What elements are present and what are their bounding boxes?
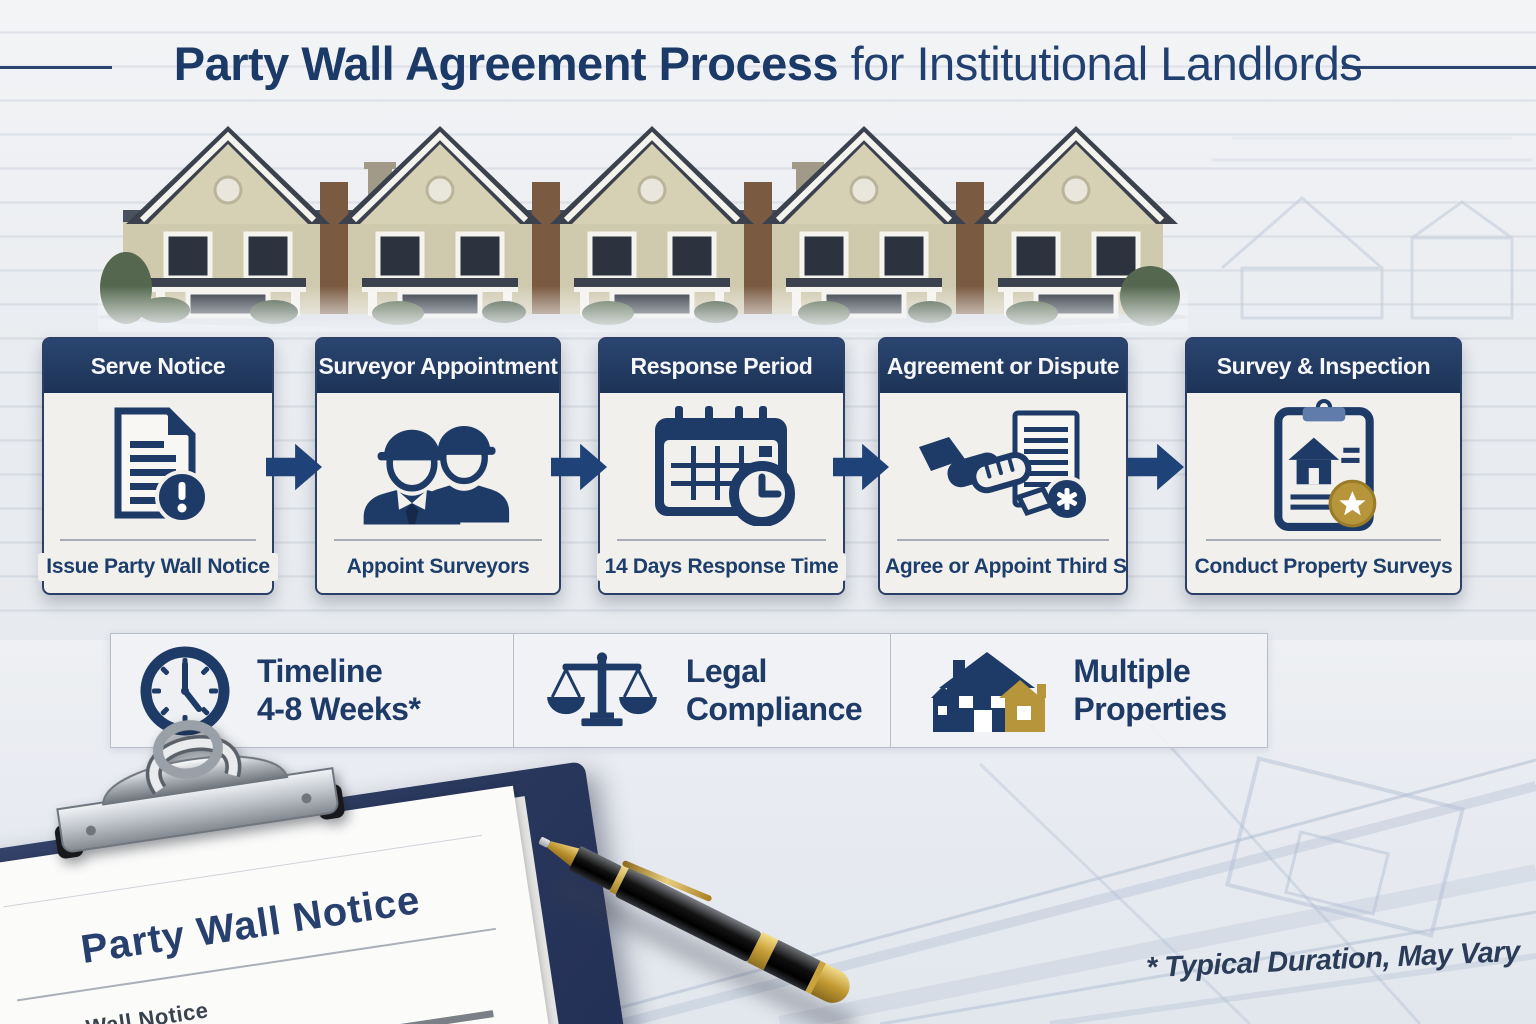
- step-header: Surveyor Appointment: [317, 339, 559, 393]
- step-header: Survey & Inspection: [1187, 339, 1460, 393]
- step-caption: Conduct Property Surveys: [1186, 541, 1461, 593]
- step-divider: [897, 539, 1109, 541]
- info-text: Multiple Properties: [1073, 653, 1227, 727]
- step-divider: [617, 539, 826, 541]
- page-title-emphasis: Party Wall Agreement Process: [173, 37, 839, 90]
- step-caption: Agree or Appoint Third Surveyor: [880, 541, 1126, 593]
- step-header: Response Period: [600, 339, 843, 393]
- step-divider: [59, 539, 257, 541]
- step-caption: 14 Days Response Time: [596, 541, 847, 593]
- clipboard: Party Wall Notice Party Wall Notice: [0, 704, 684, 1024]
- title-rule-right: [1342, 66, 1536, 69]
- step-divider: [1206, 539, 1441, 541]
- scales-icon: [542, 644, 662, 738]
- architectural-sketch-background: [1212, 136, 1532, 320]
- page-title-rest: for Institutional Landlords: [838, 37, 1363, 90]
- handshake-document-icon: [880, 393, 1126, 539]
- step-divider: [333, 539, 543, 541]
- step-survey-inspection: Survey & Inspection Con: [1185, 337, 1462, 595]
- notice-document-icon: [44, 393, 272, 539]
- step-response-period: Response Period: [596, 337, 847, 595]
- page-title: Party Wall Agreement Process for Institu…: [0, 36, 1536, 91]
- process-steps: Serve Notice: [0, 337, 1536, 595]
- step-caption: Appoint Surveyors: [317, 541, 559, 593]
- step-agreement-or-dispute: Agreement or Dispute: [878, 337, 1128, 595]
- title-rule-left: [0, 66, 112, 69]
- step-caption: Issue Party Wall Notice: [38, 541, 278, 593]
- townhouses-illustration: [98, 110, 1188, 332]
- info-text: Timeline 4-8 Weeks*: [257, 653, 421, 727]
- calendar-clock-icon: [600, 393, 843, 539]
- info-text: Legal Compliance: [685, 653, 863, 727]
- step-header: Serve Notice: [44, 339, 272, 393]
- step-serve-notice: Serve Notice: [38, 337, 278, 595]
- info-legal-compliance: Legal Compliance: [514, 634, 891, 747]
- houses-icon: [931, 646, 1049, 736]
- survey-clipboard-icon: [1187, 393, 1460, 539]
- surveyors-icon: [317, 393, 559, 539]
- binder-clip-icon: [54, 720, 345, 859]
- info-row: Timeline 4-8 Weeks*: [110, 633, 1268, 748]
- step-header: Agreement or Dispute: [880, 339, 1126, 393]
- info-multiple-properties: Multiple Properties: [891, 634, 1267, 747]
- step-surveyor-appointment: Surveyor Appointment: [315, 337, 561, 595]
